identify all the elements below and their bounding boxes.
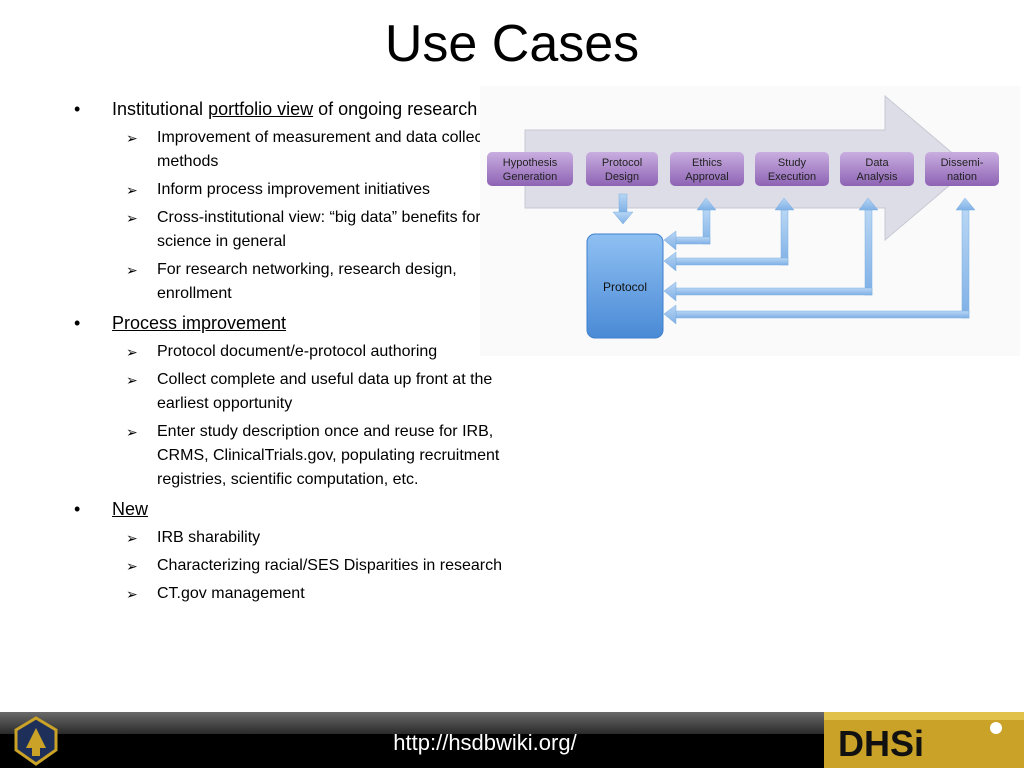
sub-text: Improvement of measurement and data coll… [157, 129, 509, 170]
bullet-icon: • [74, 313, 81, 333]
new-link[interactable]: New [112, 499, 149, 519]
sub-text: CT.gov management [157, 585, 305, 602]
bullet-item: • Institutional portfolio view of ongoin… [70, 96, 520, 123]
arrowhead-icon: ➢ [126, 530, 138, 546]
sub-item: ➢ Protocol document/e-protocol authoring [70, 340, 520, 364]
sub-text: For research networking, research design… [157, 261, 457, 302]
university-seal-icon [12, 716, 60, 766]
arrowhead-icon: ➢ [126, 558, 138, 574]
protocol-label: Protocol [603, 280, 647, 294]
stage-line2: Execution [768, 171, 816, 183]
sub-item: ➢ For research networking, research desig… [70, 258, 520, 306]
bullet-list: • Institutional portfolio view of ongoin… [70, 96, 520, 610]
stage-dissemination: Dissemi- nation [925, 152, 999, 186]
sub-text: Enter study description once and reuse f… [157, 423, 500, 488]
feedback-arrows [663, 197, 976, 325]
sub-text: Collect complete and useful data up fron… [157, 371, 493, 412]
stage-data-analysis: Data Analysis [840, 152, 914, 186]
sub-text: Protocol document/e-protocol authoring [157, 343, 438, 360]
arrowhead-icon: ➢ [126, 210, 138, 226]
stage-line1: Ethics [692, 157, 722, 169]
arrowhead-icon: ➢ [126, 262, 138, 278]
stage-line1: Data [865, 157, 889, 169]
stage-line2: Design [605, 171, 639, 183]
arrowhead-icon: ➢ [126, 344, 138, 360]
dhsi-logo-text: DHSi [838, 723, 924, 764]
sub-text: IRB sharability [157, 529, 261, 546]
research-lifecycle-diagram: Hypothesis Generation Protocol Design Et… [480, 86, 1020, 356]
stage-line1: Study [778, 157, 807, 169]
stage-line1: Dissemi- [941, 157, 984, 169]
bullet-icon: • [74, 499, 81, 519]
sub-text: Inform process improvement initiatives [157, 181, 430, 198]
dhsi-logo: DHSi [824, 712, 1024, 768]
arrowhead-icon: ➢ [126, 182, 138, 198]
stage-hypothesis-generation: Hypothesis Generation [487, 152, 573, 186]
stage-line2: nation [947, 171, 977, 183]
stage-study-execution: Study Execution [755, 152, 829, 186]
page-title: Use Cases [384, 15, 640, 73]
footer-bar: http://hsdbwiki.org/ DHSi [0, 712, 1024, 768]
portfolio-view-link[interactable]: portfolio view [208, 99, 314, 119]
protocol-box: Protocol [586, 233, 664, 339]
sub-item: ➢ Collect complete and useful data up fro… [70, 368, 520, 416]
stage-line1: Protocol [602, 157, 642, 169]
sub-text: Cross-institutional view: “big data” ben… [157, 209, 481, 250]
bullet-item: • New [70, 496, 520, 523]
down-arrow [612, 193, 634, 225]
sub-item: ➢ Inform process improvement initiatives [70, 178, 520, 202]
sub-item: ➢ Improvement of measurement and data col… [70, 126, 520, 174]
bullet-item: • Process improvement [70, 310, 520, 337]
arrowhead-icon: ➢ [126, 130, 138, 146]
process-improvement-link[interactable]: Process improvement [112, 313, 287, 333]
sub-item: ➢ CT.gov management [70, 582, 520, 606]
stage-line1: Hypothesis [503, 157, 558, 169]
stage-ethics-approval: Ethics Approval [670, 152, 744, 186]
sub-text: Characterizing racial/SES Disparities in… [157, 557, 503, 574]
sub-item: ➢ Cross-institutional view: “big data” be… [70, 206, 520, 254]
process-arrow [524, 94, 971, 242]
bullet-icon: • [74, 99, 81, 119]
sub-item: ➢ IRB sharability [70, 526, 520, 550]
bullet-text: Institutional [112, 99, 209, 119]
footer-band [0, 712, 1024, 734]
arrowhead-icon: ➢ [126, 424, 138, 440]
stage-line2: Generation [503, 171, 557, 183]
stage-line2: Analysis [857, 171, 898, 183]
arrowhead-icon: ➢ [126, 586, 138, 602]
footer-url-link[interactable]: http://hsdbwiki.org/ [393, 730, 577, 755]
bullet-text: of ongoing research [313, 99, 478, 119]
sub-item: ➢ Enter study description once and reuse … [70, 420, 520, 492]
stage-line2: Approval [685, 171, 728, 183]
arrowhead-icon: ➢ [126, 372, 138, 388]
sub-item: ➢ Characterizing racial/SES Disparities i… [70, 554, 520, 578]
stage-protocol-design: Protocol Design [586, 152, 658, 186]
